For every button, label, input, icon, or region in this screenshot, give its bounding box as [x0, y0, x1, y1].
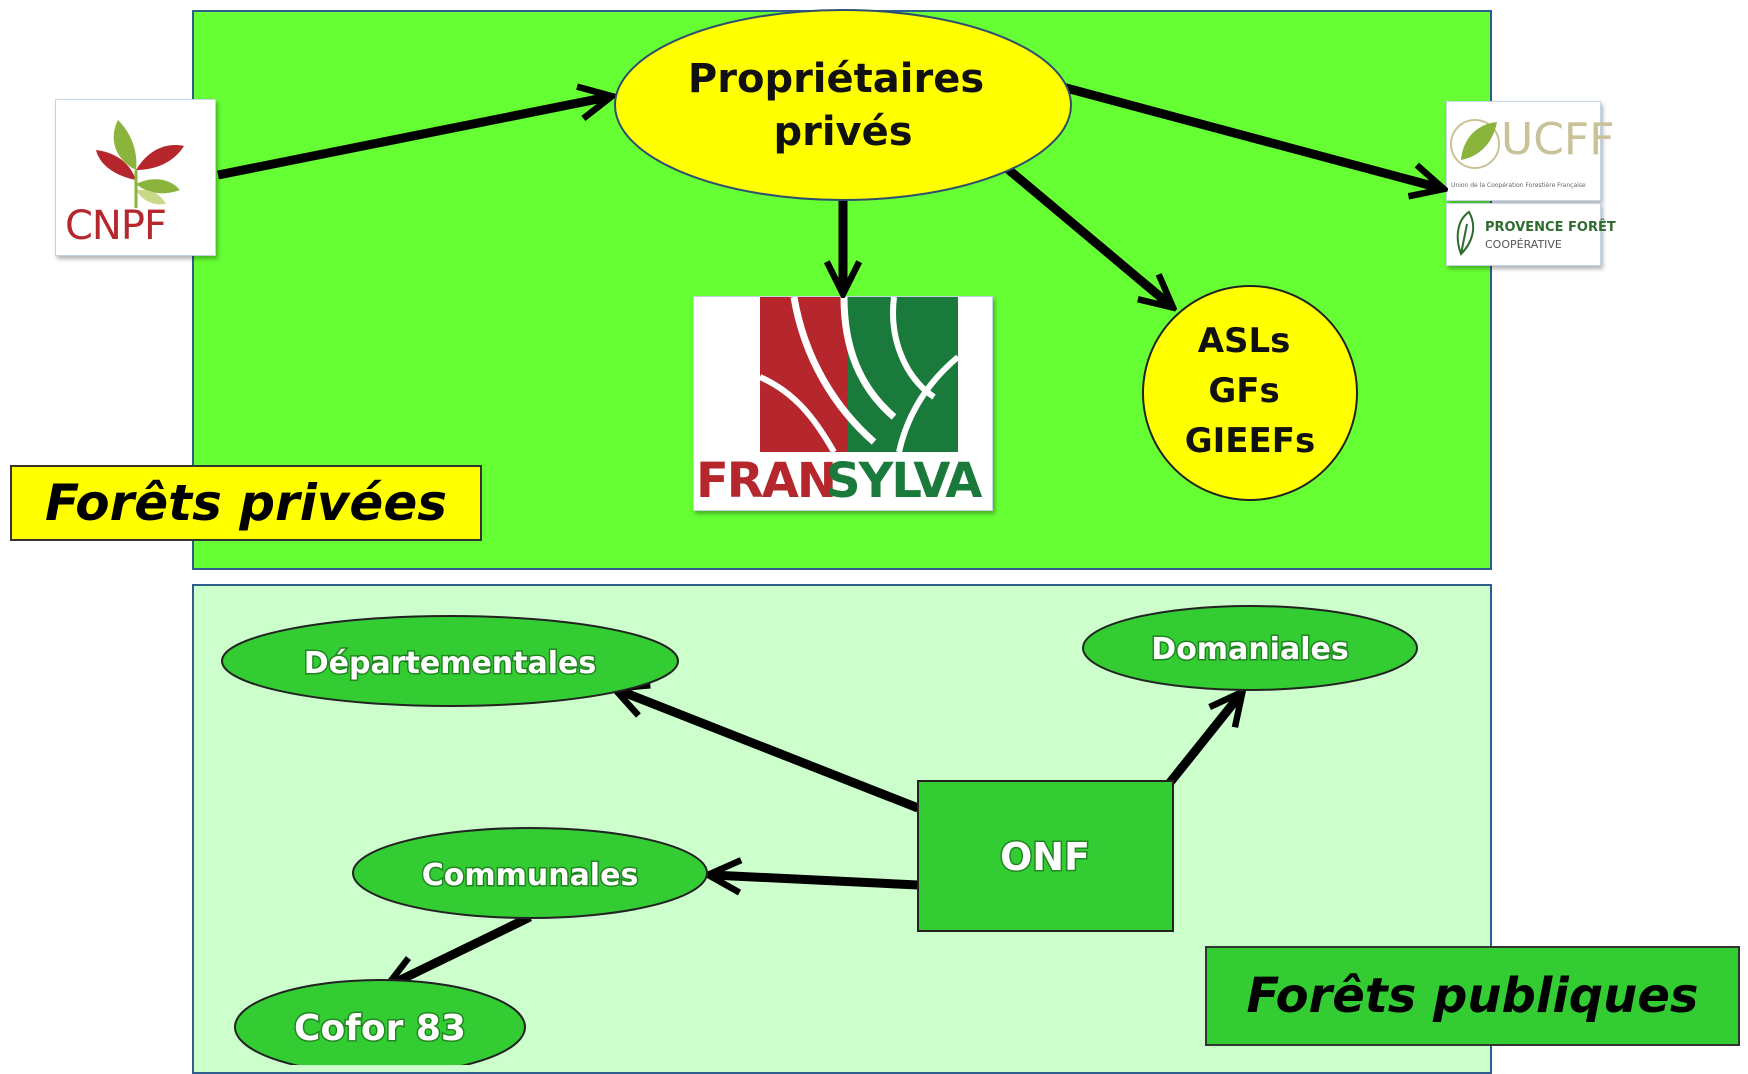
owners-line-1: Propriétaires — [688, 56, 984, 102]
departementales-node: Départementales — [221, 615, 679, 707]
arrow-communales-to-cofor — [390, 912, 532, 985]
fransylva-logo: FRAN SYLVA — [693, 296, 993, 511]
domaniales-node: Domaniales — [1082, 605, 1418, 691]
cnpf-wordmark: CNPF — [65, 203, 167, 249]
provence-title: PROVENCE FORÊT — [1485, 220, 1616, 235]
cnpf-logo: CNPF — [55, 99, 216, 256]
associations-node: ASLs GFs GIEEFs — [1142, 285, 1358, 501]
provence-subtitle: COOPÉRATIVE — [1485, 238, 1562, 251]
communales-node: Communales — [352, 827, 708, 919]
associations-line-1: ASLs — [1198, 321, 1291, 361]
private-forests-label: Forêts privées — [10, 465, 482, 541]
provence-foret-logo: PROVENCE FORÊT COOPÉRATIVE — [1446, 203, 1616, 266]
arrow-onf-to-departementales — [618, 690, 920, 813]
fransylva-tree-icon — [758, 296, 960, 454]
cnpf-leaves-icon — [96, 120, 184, 208]
svg-text:ASLs GFs GIEEFs: ASLs GFs GIEEFs — [1185, 321, 1315, 461]
ucff-subtitle: Union de la Coopération Forestière Franç… — [1451, 182, 1586, 189]
public-forests-label: Forêts publiques — [1205, 946, 1740, 1046]
owners-line-2: privés — [773, 109, 912, 155]
onf-node: ONF — [917, 780, 1174, 932]
fransylva-wordmark-fran: FRAN — [696, 453, 837, 509]
private-owners-node: Propriétaires privés — [614, 9, 1072, 201]
arrow-owners-to-associations — [1000, 161, 1170, 305]
ucff-wordmark: UCFF — [1501, 114, 1615, 165]
svg-text:Propriétaires privés: Propriétaires privés — [688, 56, 998, 155]
associations-line-3: GIEEFs — [1185, 421, 1315, 461]
provence-leaf-icon — [1456, 210, 1475, 256]
arrow-onf-to-communales — [712, 875, 919, 885]
departementales-label: Départementales — [304, 646, 597, 681]
cofor-node: Cofor 83 — [234, 979, 526, 1065]
fransylva-wordmark-sylva: SYLVA — [826, 453, 982, 509]
domaniales-label: Domaniales — [1151, 632, 1348, 667]
ucff-leaf-icon — [1450, 119, 1500, 169]
communales-label: Communales — [422, 858, 639, 893]
arrow-onf-to-domaniales — [1156, 695, 1240, 798]
ucff-logo: UCFF Union de la Coopération Forestière … — [1446, 101, 1615, 201]
arrow-cnpf-to-owners — [217, 97, 608, 180]
cofor-label: Cofor 83 — [294, 1008, 466, 1049]
associations-line-2: GFs — [1208, 371, 1279, 411]
onf-label: ONF — [1000, 835, 1090, 879]
arrow-owners-to-ucff — [1053, 80, 1440, 188]
